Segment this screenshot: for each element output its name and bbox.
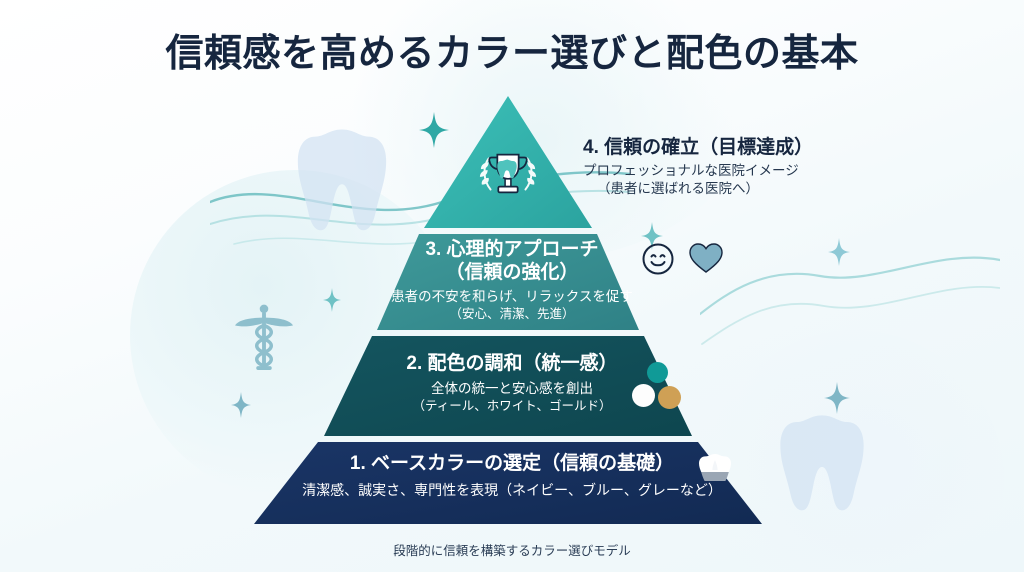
heart-icon <box>689 243 723 273</box>
tier-1-label-group: 1. ベースカラーの選定（信頼の基礎） 清潔感、誠実さ、専門性を表現（ネイビー、… <box>0 452 1024 499</box>
tier-4-label-group: 4. 信頼の確立（目標達成） プロフェッショナルな医院イメージ （患者に選ばれる… <box>583 136 813 197</box>
tier-3-icon-group <box>641 242 733 278</box>
page-title: 信頼感を高めるカラー選びと配色の基本 <box>165 33 859 75</box>
tier-3-subtitle-2: （安心、清潔、先進） <box>449 306 575 321</box>
gold-swatch-icon <box>658 386 681 409</box>
white-swatch-icon <box>632 384 655 407</box>
tier-3-subtitle-1: 患者の不安を和らげ、リラックスを促す <box>391 289 633 305</box>
tier-2-swatch-group <box>630 362 692 414</box>
tier-2-title: 2. 配色の調和（統一感） <box>406 353 618 374</box>
tier-2-subtitle-2: （ティール、ホワイト、ゴールド） <box>412 398 612 413</box>
tier-3-label-group: 3. 心理的アプローチ （信頼の強化） 患者の不安を和らげ、リラックスを促す （… <box>0 238 1024 322</box>
tier-2-label-group: 2. 配色の調和（統一感） 全体の統一と安心感を創出 （ティール、ホワイト、ゴー… <box>0 352 1024 414</box>
footer-caption: 段階的に信頼を構築するカラー選びモデル <box>393 544 631 558</box>
tooth-badge-icon <box>699 454 731 481</box>
teal-swatch-icon <box>647 362 668 383</box>
tier-2-subtitle-1: 全体の統一と安心感を創出 <box>431 381 593 397</box>
tier-1-title: 1. ベースカラーの選定（信頼の基礎） <box>349 453 675 474</box>
trophy-icon <box>479 153 537 194</box>
smiley-icon <box>642 243 674 275</box>
tier-4-title: 4. 信頼の確立（目標達成） <box>583 137 814 158</box>
tier-3-title-line-2: （信頼の強化） <box>445 262 579 284</box>
tier-4-subtitle-2: （患者に選ばれる医院へ） <box>597 180 759 196</box>
tier-1-subtitle-1: 清潔感、誠実さ、専門性を表現（ネイビー、ブルー、グレーなど） <box>302 482 722 499</box>
tier-4-subtitle-1: プロフェッショナルな医院イメージ <box>583 163 799 179</box>
tier-3-title: 3. 心理的アプローチ <box>425 239 599 260</box>
